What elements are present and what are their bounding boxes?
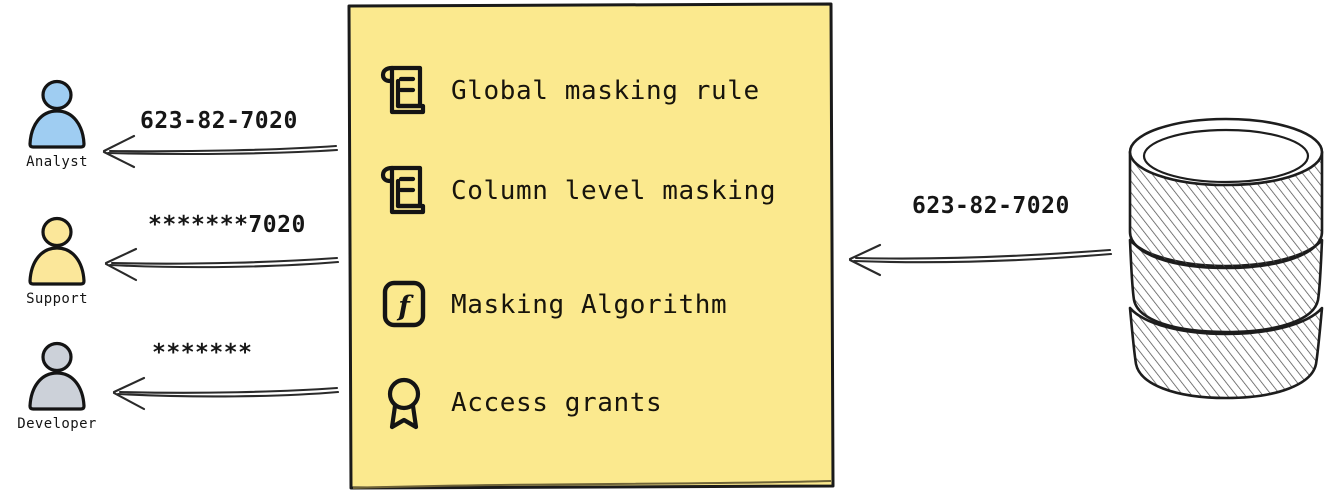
rule-row[interactable]: Column level masking [379, 160, 776, 222]
rule-label: Masking Algorithm [451, 290, 728, 320]
panel-background [347, 2, 835, 490]
rule-row[interactable]: Global masking rule [379, 60, 760, 122]
arrow-to-analyst [102, 134, 339, 169]
person-icon [28, 79, 86, 149]
person-icon [28, 341, 86, 411]
flow-label-analyst: 623-82-7020 [140, 108, 298, 134]
database-cylinder-icon[interactable] [1112, 112, 1340, 404]
arrow-to-developer [112, 376, 340, 411]
svg-text:f: f [396, 291, 414, 322]
scroll-icon [380, 65, 426, 115]
flow-label-developer: ******* [152, 340, 253, 366]
actor-analyst[interactable]: Analyst [2, 78, 112, 170]
arrow-to-support [104, 247, 340, 282]
flow-label-database: 623-82-7020 [912, 193, 1070, 219]
rule-label: Access grants [451, 388, 663, 418]
scroll-icon [380, 165, 426, 215]
actor-developer[interactable]: Developer [2, 340, 112, 432]
rule-row[interactable]: f Masking Algorithm [379, 274, 727, 336]
arrow-db-to-panel [848, 243, 1113, 277]
database-svg [1128, 117, 1324, 400]
rule-label: Column level masking [451, 176, 777, 206]
rule-label: Global masking rule [451, 76, 760, 106]
person-icon [28, 216, 86, 286]
award-icon [387, 377, 421, 430]
rule-row[interactable]: Access grants [379, 372, 662, 434]
actor-support[interactable]: Support [2, 215, 112, 307]
function-icon: f [382, 280, 426, 328]
actor-label: Support [26, 291, 88, 307]
actor-label: Developer [17, 416, 97, 432]
actor-label: Analyst [26, 154, 88, 170]
masking-rules-panel: Global masking rule Column level masking… [345, 2, 835, 490]
flow-label-support: *******7020 [148, 212, 306, 238]
